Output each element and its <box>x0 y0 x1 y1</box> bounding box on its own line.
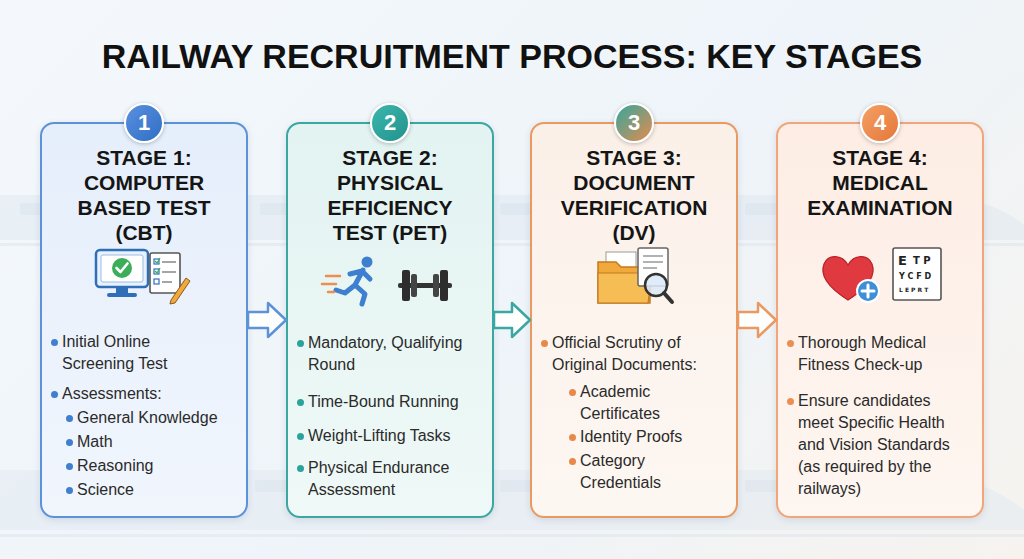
bullet-dot <box>51 391 58 398</box>
computer-icon-part <box>112 258 132 278</box>
checklist-icon <box>150 253 190 304</box>
stage-number: 2 <box>384 110 396 135</box>
folder-icon <box>598 252 652 303</box>
computer-icon-part <box>117 264 128 273</box>
dumbbell-icon-part <box>398 283 452 288</box>
heart-icon-part <box>823 257 873 300</box>
bullet-dot <box>787 398 794 405</box>
computer-icon-part <box>107 293 137 297</box>
stage-card: STAGE 1: COMPUTER BASED TEST (CBT) Initia… <box>40 122 248 518</box>
train-silhouette-part <box>0 534 1024 537</box>
bullet-text: Category Credentials <box>580 450 705 494</box>
document-magnifier-icon-part <box>645 274 667 296</box>
bullet-dot <box>541 340 548 347</box>
checklist-icon-part <box>155 258 160 273</box>
runner-icon-part <box>322 276 340 292</box>
computer-icon-part <box>116 287 128 293</box>
dumbbell-icon-part <box>440 270 448 301</box>
checklist-icon-part <box>162 262 176 282</box>
checklist-icon-part <box>154 269 159 274</box>
document-magnifier-icon-part <box>638 248 668 286</box>
bullet-dot <box>66 439 73 446</box>
stage-number-badge: 4 <box>860 103 900 143</box>
bullet-text: Academic Certificates <box>580 381 705 425</box>
document-magnifier-icon-part <box>664 293 672 302</box>
stage-heading: STAGE 4: MEDICAL EXAMINATION <box>778 145 982 220</box>
bullet-dot <box>569 458 576 465</box>
bullet-dot <box>51 339 58 346</box>
bullet-dot <box>569 434 576 441</box>
eye-chart-icon-part <box>893 248 941 300</box>
flow-arrow <box>248 303 286 337</box>
bullet-dot <box>297 433 304 440</box>
stage-number-badge: 1 <box>124 103 164 143</box>
bullet-text: Weight-Lifting Tasks <box>308 425 483 447</box>
bullet-dot <box>297 340 304 347</box>
heart-icon <box>823 257 879 302</box>
stage-number-badge: 2 <box>370 103 410 143</box>
dumbbell-icon <box>398 270 452 301</box>
bullet-text: Initial Online Screening Test <box>62 331 212 375</box>
bullet-text: Ensure candidates meet Specific Health a… <box>798 390 958 500</box>
dumbbell-icon-part <box>402 270 410 301</box>
stage-number: 4 <box>874 110 886 135</box>
checklist-icon-part <box>154 279 159 284</box>
bullet-text: Reasoning <box>77 455 237 477</box>
diagram-title: RAILWAY RECRUITMENT PROCESS: KEY STAGES <box>0 36 1024 76</box>
computer-icon <box>96 250 148 297</box>
runner-icon <box>322 257 373 305</box>
heart-icon-part <box>862 285 874 297</box>
bullet-text: Mandatory, Qualifying Round <box>308 332 483 376</box>
heart-icon-part <box>857 280 879 302</box>
bullet-text: Identity Proofs <box>580 426 705 448</box>
stage-card: STAGE 2: PHYSICAL EFFICIENCY TEST (PET) M… <box>286 122 494 518</box>
checklist-icon-part <box>170 278 190 304</box>
flow-arrow <box>494 303 530 337</box>
checklist-icon-part <box>150 253 180 293</box>
bullet-text: Official Scrutiny of Original Documents: <box>552 332 722 376</box>
bullet-text: Science <box>77 479 237 501</box>
stage-number: 1 <box>138 110 150 135</box>
stage-heading: STAGE 1: COMPUTER BASED TEST (CBT) <box>42 145 246 245</box>
document-magnifier-icon <box>638 248 672 302</box>
bullet-dot <box>297 465 304 472</box>
folder-icon-part <box>598 273 652 303</box>
stage-number: 3 <box>628 110 640 135</box>
bullet-text: Time-Bound Running <box>308 391 483 413</box>
bullet-dot <box>297 399 304 406</box>
document-magnifier-icon-part <box>643 256 663 268</box>
runner-icon-part <box>362 257 373 268</box>
flow-arrow <box>738 303 776 337</box>
runner-icon-part <box>336 270 370 304</box>
bullet-dot <box>569 389 576 396</box>
folder-icon-part <box>598 262 650 303</box>
bullet-dot <box>66 415 73 422</box>
bullet-dot <box>66 487 73 494</box>
dumbbell-icon-part <box>411 274 417 297</box>
stage-heading: STAGE 2: PHYSICAL EFFICIENCY TEST (PET) <box>288 145 492 245</box>
folder-icon-part <box>606 252 636 288</box>
bullet-dot <box>787 340 794 347</box>
computer-icon-part <box>96 250 148 287</box>
stage-card: STAGE 4: MEDICAL EXAMINATION Thorough Med… <box>776 122 984 518</box>
bullet-text: Math <box>77 431 237 453</box>
bullet-text: General Knowledge <box>77 407 237 429</box>
stage-card: STAGE 3: DOCUMENT VERIFICATION (DV) Offic… <box>530 122 738 518</box>
bullet-dot <box>66 463 73 470</box>
stage-heading: STAGE 3: DOCUMENT VERIFICATION (DV) <box>532 145 736 245</box>
bullet-text: Thorough Medical Fitness Check-up <box>798 332 968 376</box>
eye-chart-icon <box>893 248 941 300</box>
computer-icon-part <box>101 255 143 282</box>
bullet-text: Physical Endurance Assessment <box>308 457 483 501</box>
dumbbell-icon-part <box>433 274 439 297</box>
checklist-icon-part <box>154 259 159 264</box>
bullet-text: Assessments: <box>62 383 232 405</box>
stage-number-badge: 3 <box>614 103 654 143</box>
